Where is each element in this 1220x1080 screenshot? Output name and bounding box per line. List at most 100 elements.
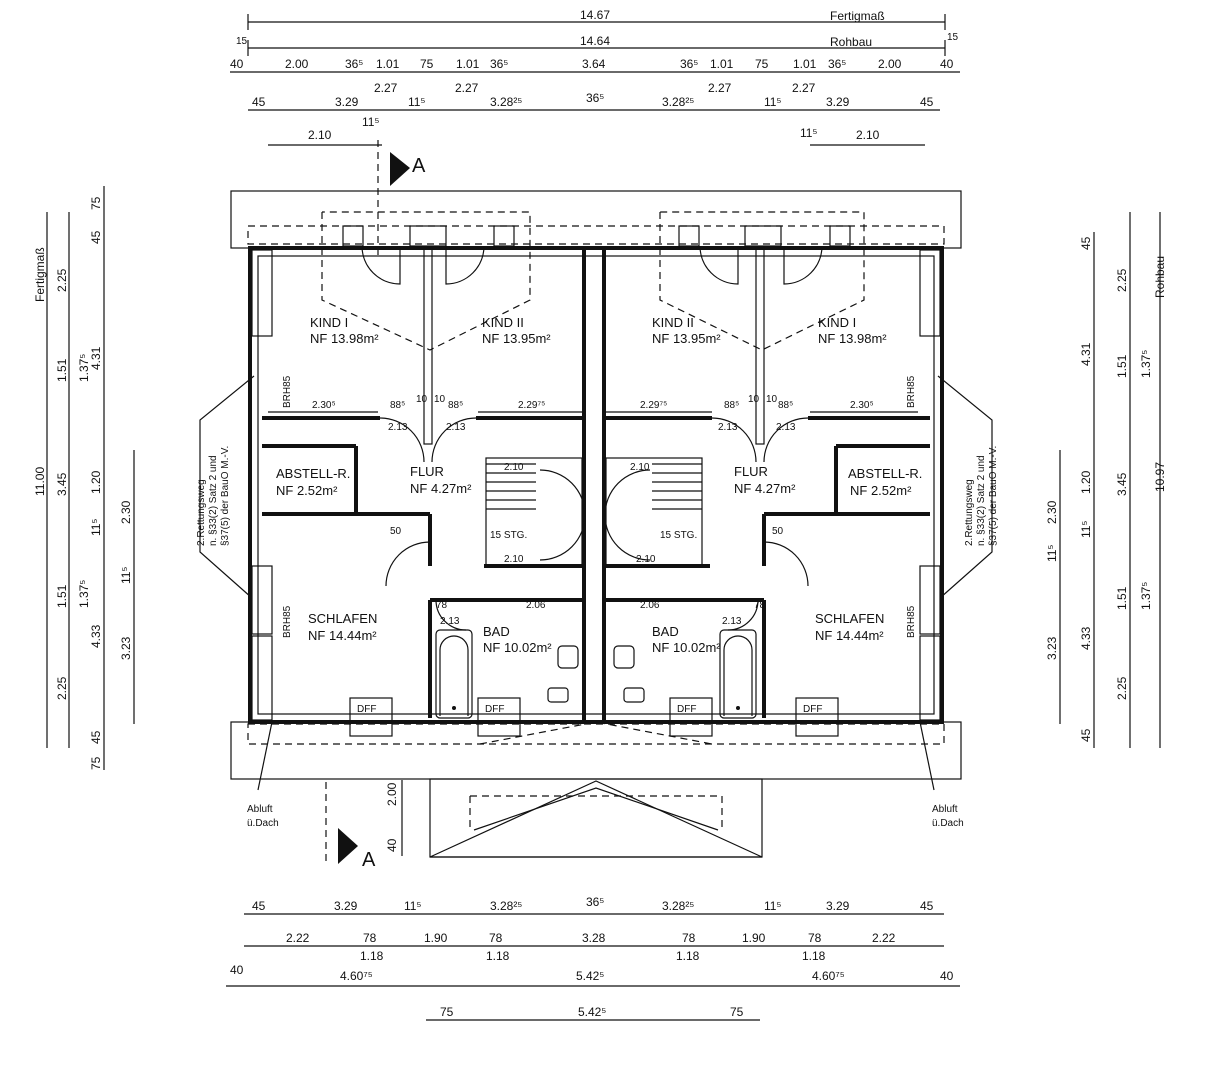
dim-label: 1.51	[1115, 586, 1129, 610]
dim-label: 45	[920, 899, 934, 913]
left-dimensions: Fertigmaß 11.00 2.25 1.51 3.45 1.51 2.25…	[33, 186, 135, 770]
room-area: NF 13.95m²	[482, 331, 551, 346]
escape-route-text: 2.Rettungsweg	[196, 479, 207, 546]
outer-walls	[248, 246, 944, 724]
dim-label: 1.90	[424, 931, 448, 945]
top-dimensions: 14.67 Fertigmaß 15 15 14.64 Rohbau 40 2.…	[230, 8, 960, 146]
dim-label: 50	[390, 526, 402, 537]
room-area: NF 2.52m²	[850, 483, 912, 498]
staircase-right	[604, 457, 703, 567]
dim-label: 36⁵	[680, 57, 698, 71]
dim-label: 2.29⁷⁵	[518, 400, 545, 411]
bathtub-left	[435, 629, 473, 719]
dim-label: 36⁵	[586, 91, 604, 105]
dim-label: 40	[385, 838, 399, 852]
staircase-left	[485, 457, 586, 567]
bathtub-right	[719, 629, 757, 719]
dim-label: 75	[89, 756, 103, 770]
dim-label: 2.13	[722, 616, 742, 627]
section-marker-top: A	[377, 140, 426, 260]
room-name: KIND II	[482, 315, 524, 330]
dim-label: 3.28²⁵	[490, 899, 522, 913]
dim-label: 11⁵	[1079, 521, 1093, 538]
abluft-label: Abluft	[247, 804, 273, 815]
dim-label: 2.22	[872, 931, 896, 945]
dim-label: 75	[440, 1005, 454, 1019]
dim-label: 2.22	[286, 931, 310, 945]
dim-label: 1.01	[456, 57, 480, 71]
dim-label: Fertigmaß	[33, 247, 47, 302]
sink-left	[557, 645, 579, 669]
dim-label: 88⁵	[448, 400, 463, 411]
room-area: NF 4.27m²	[410, 481, 472, 496]
dim-shell-label: Rohbau	[830, 35, 872, 49]
section-label: A	[412, 155, 426, 177]
dim-label: 40	[230, 963, 244, 977]
escape-route-text: §37(5) der BauO M.-V.	[220, 446, 231, 546]
stairs-steps: 15 STG.	[660, 530, 697, 541]
dim-label: 2.30⁵	[850, 400, 874, 411]
dim-label: 36⁵	[586, 895, 604, 909]
dim-label: 1.20	[89, 470, 103, 494]
section-marker-bottom: A	[325, 782, 376, 871]
dim-shell-offset-right: 15	[947, 32, 959, 43]
escape-route-text: n. §33(2) Satz 2 und	[208, 455, 219, 546]
dim-label: 45	[252, 95, 266, 109]
dim-label: 11⁵	[764, 899, 781, 913]
room-name: FLUR	[734, 464, 768, 479]
abluft-label: Abluft	[932, 804, 958, 815]
dim-label: 75	[730, 1005, 744, 1019]
dim-label: 2.30	[1045, 500, 1059, 524]
room-name: ABSTELL-R.	[276, 466, 350, 481]
dim-label: 4.33	[89, 624, 103, 648]
dim-overall-shell: 14.64	[580, 34, 610, 48]
dim-label: 2.00	[385, 782, 399, 806]
dim-label: 3.29	[334, 899, 358, 913]
dim-finished-label: Fertigmaß	[830, 9, 885, 23]
entrance-roof	[429, 778, 763, 858]
dim-label: 78	[436, 600, 448, 611]
dim-label: 45	[1079, 236, 1093, 250]
dim-label: 10	[434, 394, 446, 405]
dim-label: 1.18	[802, 949, 826, 963]
dim-label: 1.18	[360, 949, 384, 963]
dim-label: 3.45	[55, 472, 69, 496]
room-area: NF 13.98m²	[818, 331, 887, 346]
dim-label: 2.13	[388, 422, 408, 433]
room-area: NF 4.27m²	[734, 481, 796, 496]
dim-label: 2.25	[1115, 676, 1129, 700]
dim-label: 2.30	[119, 500, 133, 524]
interior-dimensions: 2.30⁵ 2.29⁷⁵ 2.29⁷⁵ 2.30⁵ 88⁵ 88⁵ 88⁵ 88…	[268, 394, 918, 627]
right-dimensions: Rohbau 10.97 2.25 1.51 1.37⁵ 3.45 1.51 1…	[1045, 212, 1167, 748]
dim-label: 36⁵	[345, 57, 363, 71]
dim-label: 1.18	[486, 949, 510, 963]
dim-label: 4.31	[89, 346, 103, 370]
stairs-steps: 15 STG.	[490, 530, 527, 541]
dim-label: 45	[920, 95, 934, 109]
room-area: NF 13.98m²	[310, 331, 379, 346]
dim-label: 75	[89, 196, 103, 210]
escape-route-text: n. §33(2) Satz 2 und	[976, 455, 987, 546]
dim-label: 1.01	[376, 57, 400, 71]
dim-label: 3.29	[826, 95, 850, 109]
dim-label: 88⁵	[390, 400, 405, 411]
dim-label: 11⁵	[800, 126, 817, 140]
dim-label: 50	[772, 526, 784, 537]
escape-route-text: §37(5) der BauO M.-V.	[988, 446, 999, 546]
dim-label: 78	[489, 931, 503, 945]
room-area: NF 13.95m²	[652, 331, 721, 346]
room-name: KIND II	[652, 315, 694, 330]
dim-label: 1.51	[55, 584, 69, 608]
room-name: SCHLAFEN	[815, 611, 884, 626]
dim-label: 1.37⁵	[77, 580, 91, 608]
room-name: ABSTELL-R.	[848, 466, 922, 481]
dim-label: 78	[682, 931, 696, 945]
dim-label: 2.10	[308, 128, 332, 142]
dim-label: 2.29⁷⁵	[640, 400, 667, 411]
abluft-label: ü.Dach	[247, 818, 279, 829]
skylight-label: DFF	[357, 704, 376, 715]
dim-label: 45	[89, 730, 103, 744]
dim-label: 10	[416, 394, 428, 405]
dim-label: 45	[1079, 728, 1093, 742]
